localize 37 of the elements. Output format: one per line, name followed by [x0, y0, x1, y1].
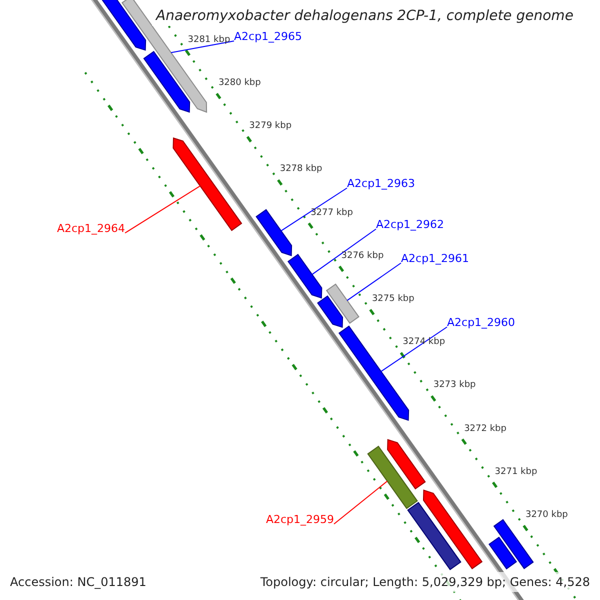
gene-block: [407, 502, 462, 570]
tick-label: 3272 kbp: [464, 422, 506, 435]
tick-label: 3280 kbp: [218, 77, 261, 90]
gene-label: A2cp1_2961: [401, 251, 470, 267]
gene-block: [387, 438, 426, 490]
tick-label: 3274 kbp: [402, 336, 446, 348]
gene-label: A2cp1_2965: [234, 29, 302, 45]
gene-block: [422, 490, 483, 570]
gene-label: A2cp1_2960: [447, 315, 516, 331]
tick-label: 3270 kbp: [525, 509, 568, 522]
tick-label: 3281 kbp: [188, 34, 230, 46]
leader-line: [346, 262, 402, 301]
leader-line: [380, 326, 448, 372]
gene-label: A2cp1_2962: [376, 217, 444, 233]
gene-label: A2cp1_2963: [347, 176, 416, 192]
gene-block: [256, 208, 292, 256]
tick-label: 3271 kbp: [494, 466, 538, 478]
gene-block: [172, 137, 242, 232]
tick-label: 3277 kbp: [310, 206, 353, 219]
tick-label: 3279 kbp: [249, 120, 292, 132]
leader-line: [280, 188, 348, 232]
tick-label: 3273 kbp: [433, 379, 476, 392]
gene-block: [143, 50, 190, 113]
gene-label: A2cp1_2964: [56, 221, 125, 237]
leader-line: [124, 185, 201, 234]
gene-block: [326, 283, 360, 324]
gene-block: [367, 446, 418, 510]
gene-block: [488, 536, 518, 570]
gene-block: [287, 254, 322, 299]
gene-block: [317, 295, 344, 328]
tick-label: 3275 kbp: [372, 293, 414, 306]
leader-line: [312, 228, 376, 275]
leader-line: [334, 480, 388, 524]
tick-label: 3276 kbp: [341, 250, 384, 262]
tick-label: 3278 kbp: [280, 163, 322, 176]
leader-line: [170, 40, 234, 54]
gene-label: A2cp1_2959: [266, 512, 334, 528]
